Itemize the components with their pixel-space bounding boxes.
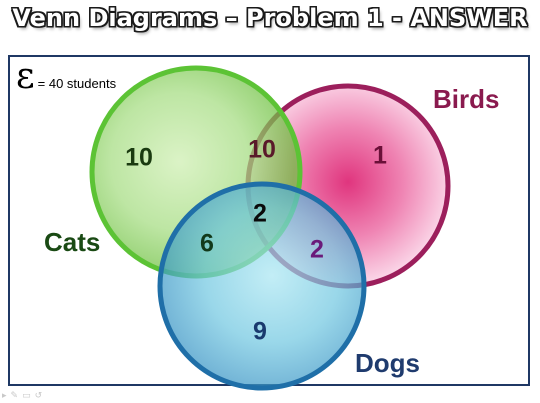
region-all-three: 2 bbox=[253, 199, 267, 228]
page-title: Venn Diagrams – Problem 1 - ANSWER bbox=[12, 4, 528, 32]
dogs-circle bbox=[157, 181, 367, 391]
slide-toolbar: ▸ ✎ ▭ ↺ bbox=[2, 391, 42, 401]
region-cats-dogs: 6 bbox=[200, 229, 214, 258]
birds-label: Birds bbox=[433, 84, 500, 114]
undo-icon[interactable]: ↺ bbox=[34, 391, 43, 401]
region-cats-birds: 10 bbox=[248, 135, 276, 164]
slide-icon[interactable]: ▭ bbox=[22, 391, 31, 401]
region-birds-only: 1 bbox=[373, 141, 387, 170]
play-icon[interactable]: ▸ bbox=[2, 391, 7, 401]
region-dogs-only: 9 bbox=[253, 317, 267, 346]
universe-label: ε = 40 students bbox=[16, 56, 117, 97]
cats-label: Cats bbox=[44, 227, 101, 257]
dogs-label: Dogs bbox=[355, 348, 420, 378]
region-cats-only: 10 bbox=[125, 143, 153, 172]
universe-total: = 40 students bbox=[37, 76, 117, 91]
epsilon-symbol: ε bbox=[16, 56, 35, 97]
region-birds-dogs: 2 bbox=[310, 235, 324, 264]
pen-icon[interactable]: ✎ bbox=[10, 391, 19, 401]
